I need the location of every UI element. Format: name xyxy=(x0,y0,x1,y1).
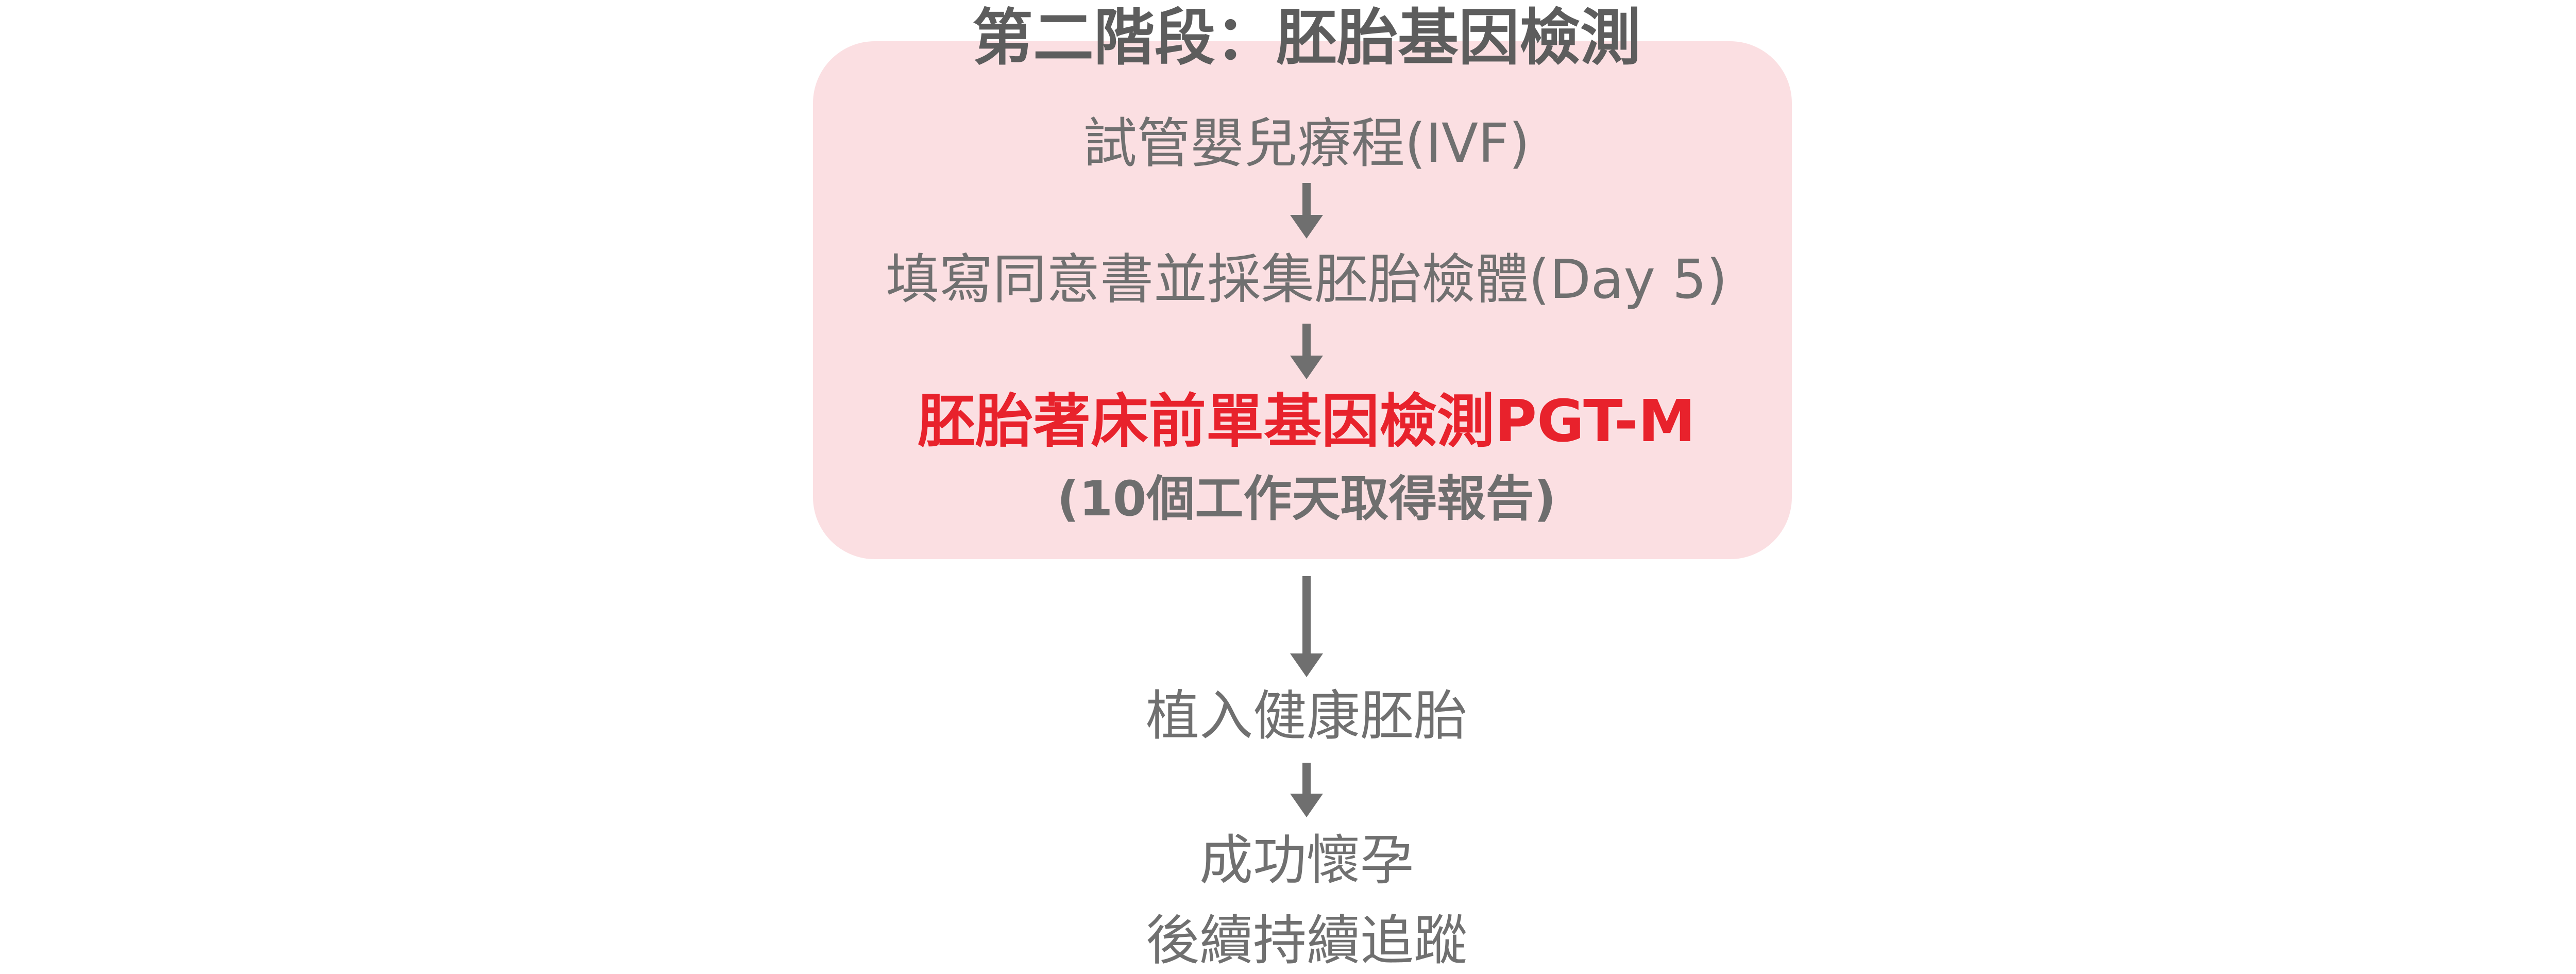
step-ivf: 試管嬰兒療程(IVF) xyxy=(1083,112,1530,175)
step-pgt-m-note: (10個工作天取得報告) xyxy=(1057,471,1556,527)
arrow-down-icon xyxy=(1283,576,1330,679)
diagram-title: 第二階段：胚胎基因檢測 xyxy=(972,2,1641,73)
arrow-down-icon xyxy=(1283,183,1330,241)
stage-two-panel xyxy=(813,41,1792,559)
arrow-down-icon xyxy=(1283,324,1330,381)
step-implant: 植入健康胚胎 xyxy=(1145,684,1467,747)
step-followup: 後續持續追蹤 xyxy=(1145,909,1467,972)
step-pgt-m: 胚胎著床前單基因檢測PGT-M xyxy=(918,388,1696,455)
step-pregnancy: 成功懷孕 xyxy=(1199,829,1414,892)
step-consent-sampling: 填寫同意書並採集胚胎檢體(Day 5) xyxy=(886,248,1727,311)
arrow-down-icon xyxy=(1283,763,1330,819)
